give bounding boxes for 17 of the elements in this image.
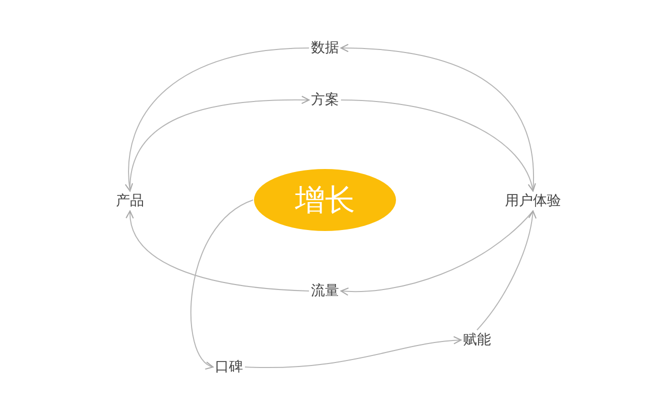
node-label: 产品	[115, 192, 145, 210]
arrow	[125, 48, 310, 192]
central-ellipse: 增长	[254, 169, 396, 231]
arrow	[244, 336, 462, 368]
node-label: 方案	[310, 91, 340, 109]
arrow	[126, 210, 310, 292]
arrow	[340, 100, 536, 192]
node-label: 流量	[310, 282, 340, 300]
node-label: 赋能	[462, 331, 492, 349]
node-label: 用户体验	[504, 192, 562, 210]
arrow	[130, 96, 310, 192]
arrow	[340, 44, 534, 192]
arrow	[190, 200, 254, 368]
node-label: 口碑	[214, 358, 244, 376]
node-label: 数据	[310, 39, 340, 57]
arrow	[340, 210, 534, 296]
arrow	[476, 210, 536, 330]
